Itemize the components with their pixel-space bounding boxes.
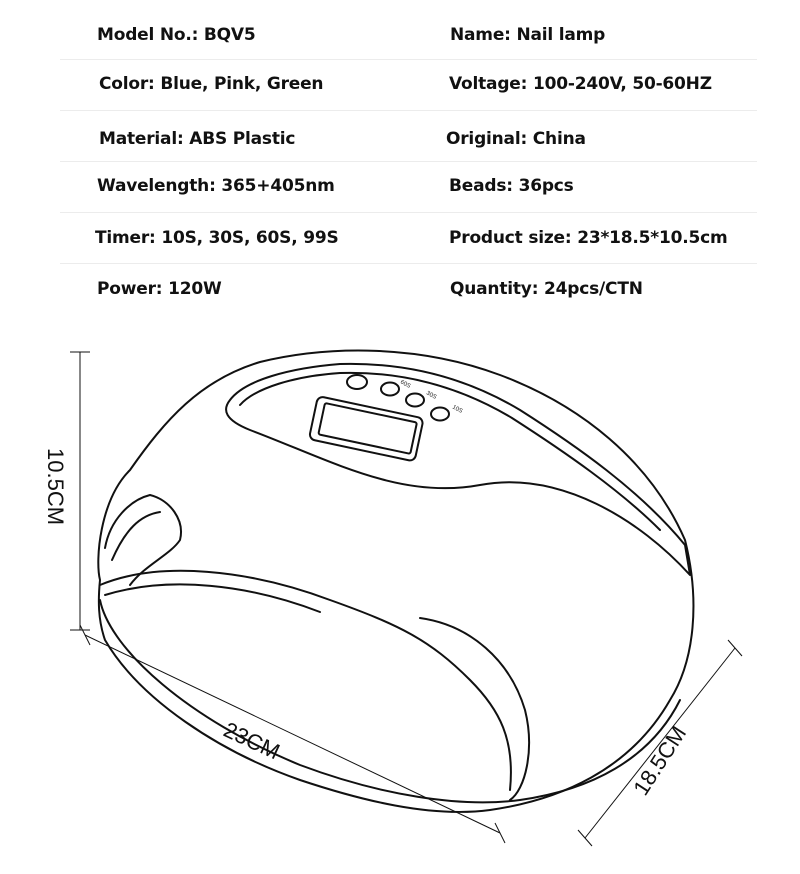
spec-voltage: Voltage: 100-240V, 50-60HZ [449, 74, 712, 94]
spec-wavelength: Wavelength: 365+405nm [97, 176, 335, 196]
timer-button-10s[interactable] [430, 406, 450, 422]
top-panel [225, 362, 691, 576]
divider [60, 263, 757, 264]
timer-button-30s[interactable] [405, 392, 425, 408]
height-label: 10.5CM [43, 448, 68, 525]
lamp-outline [97, 349, 695, 813]
spec-beads: Beads: 36pcs [449, 176, 574, 196]
width-label: 18.5CM [628, 721, 691, 799]
spec-size: Product size: 23*18.5*10.5cm [449, 228, 728, 248]
spec-name: Name: Nail lamp [450, 25, 606, 45]
lcd-display [308, 396, 424, 462]
power-button[interactable] [346, 374, 368, 390]
spec-quantity: Quantity: 24pcs/CTN [450, 279, 643, 299]
divider [60, 161, 757, 162]
side-grip [104, 494, 182, 586]
divider [60, 59, 757, 60]
hand-opening [99, 569, 512, 791]
spec-material: Material: ABS Plastic [99, 129, 296, 149]
width-dimension-line [584, 647, 736, 839]
length-label: 23CM [220, 717, 284, 764]
button-label-30s: 30S [425, 390, 437, 400]
button-label-10s: 10S [451, 404, 463, 414]
divider [60, 110, 757, 111]
button-label-60s: 60S [399, 379, 411, 389]
spec-model: Model No.: BQV5 [97, 25, 256, 45]
spec-original: Original: China [446, 129, 586, 149]
length-dimension-line [84, 634, 501, 834]
spec-power: Power: 120W [97, 279, 222, 299]
spec-color: Color: Blue, Pink, Green [99, 74, 324, 94]
divider [60, 212, 757, 213]
timer-button-60s[interactable] [380, 381, 400, 397]
spec-timer: Timer: 10S, 30S, 60S, 99S [95, 228, 339, 248]
